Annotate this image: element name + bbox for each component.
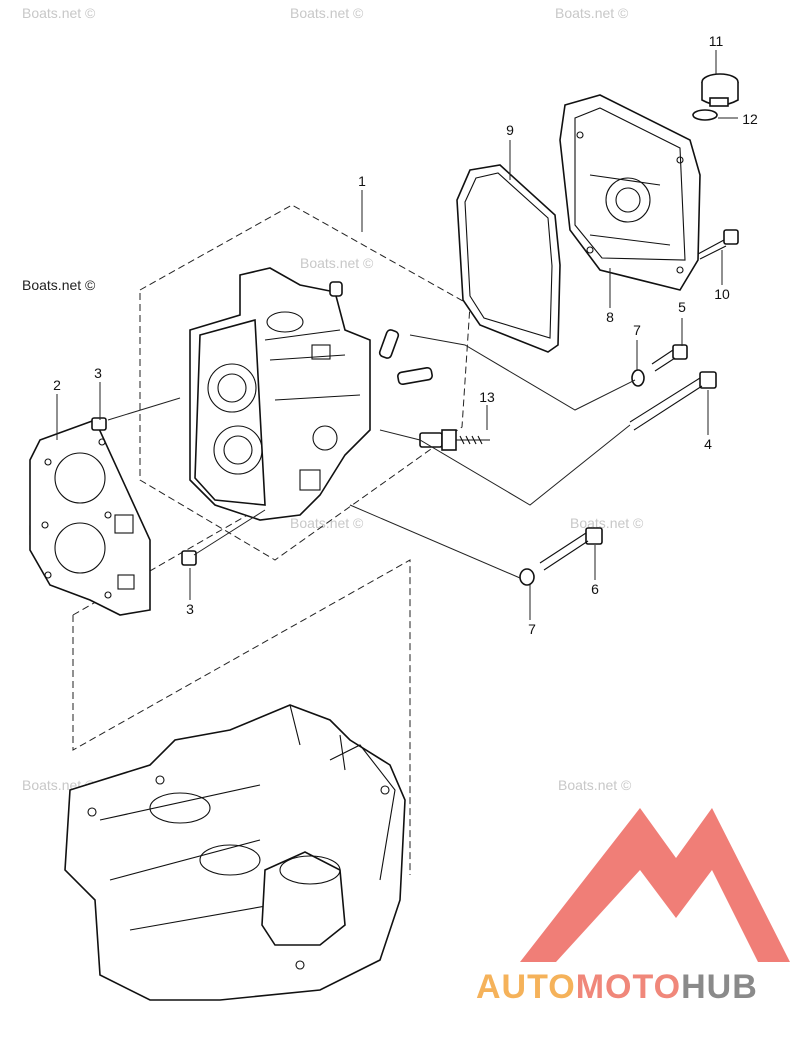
callout-1: 1 (358, 173, 366, 189)
callout-3: 3 (94, 365, 102, 381)
callout-7: 7 (528, 621, 536, 637)
callout-12: 12 (742, 111, 758, 127)
callout-4: 4 (704, 436, 712, 452)
logo-text-auto: AUTO (476, 968, 576, 1006)
alignment-line (349, 504, 521, 579)
watermark-faint: Boats.net © (555, 5, 629, 21)
logo-text: AUTOMOTOHUB (476, 968, 758, 1006)
autmotohub-logo-mark (520, 808, 790, 962)
cylinder-block (64, 704, 406, 1001)
callout-6: 6 (591, 581, 599, 597)
callout-8: 8 (606, 309, 614, 325)
watermark-main: Boats.net © (22, 277, 96, 293)
assembly-boundary (139, 204, 471, 561)
alignment-line (379, 424, 631, 506)
cover-gasket (456, 164, 561, 353)
watermark-faint: Boats.net © (558, 777, 632, 793)
callout-2: 2 (53, 377, 61, 393)
oil-filler-cap (701, 73, 739, 107)
callout-11: 11 (709, 33, 724, 49)
bolt (539, 527, 603, 571)
logo-text-hub: HUB (681, 968, 758, 1006)
logo-text-moto: MOTO (576, 968, 681, 1006)
callout-13: 13 (479, 389, 495, 405)
washer (631, 369, 645, 387)
watermark-faint: Boats.net © (22, 5, 96, 21)
callout-3: 3 (186, 601, 194, 617)
callout-10: 10 (714, 286, 730, 302)
cylinder-head (189, 267, 371, 521)
watermark-faint: Boats.net © (290, 5, 364, 21)
valve-plug (329, 281, 343, 297)
bolt (697, 229, 739, 260)
watermark-faint: Boats.net © (300, 255, 374, 271)
dowel-pin (91, 417, 107, 431)
bolt (651, 344, 688, 372)
valve-guide (397, 366, 433, 386)
valve-guide (378, 329, 400, 359)
washer (519, 568, 535, 586)
callout-5: 5 (678, 299, 686, 315)
cylinder-head-cover (559, 94, 701, 291)
cylinder-head-gasket (29, 418, 151, 616)
alignment-line (107, 397, 181, 421)
long-bolt (629, 371, 717, 431)
alignment-line (72, 559, 411, 875)
alignment-line (193, 509, 266, 556)
callout-7: 7 (633, 322, 641, 338)
alignment-line (409, 334, 636, 411)
watermark-faint: Boats.net © (570, 515, 644, 531)
spark-plug (419, 429, 490, 451)
washer (692, 109, 718, 121)
dowel-pin (181, 550, 197, 566)
callout-9: 9 (506, 122, 514, 138)
